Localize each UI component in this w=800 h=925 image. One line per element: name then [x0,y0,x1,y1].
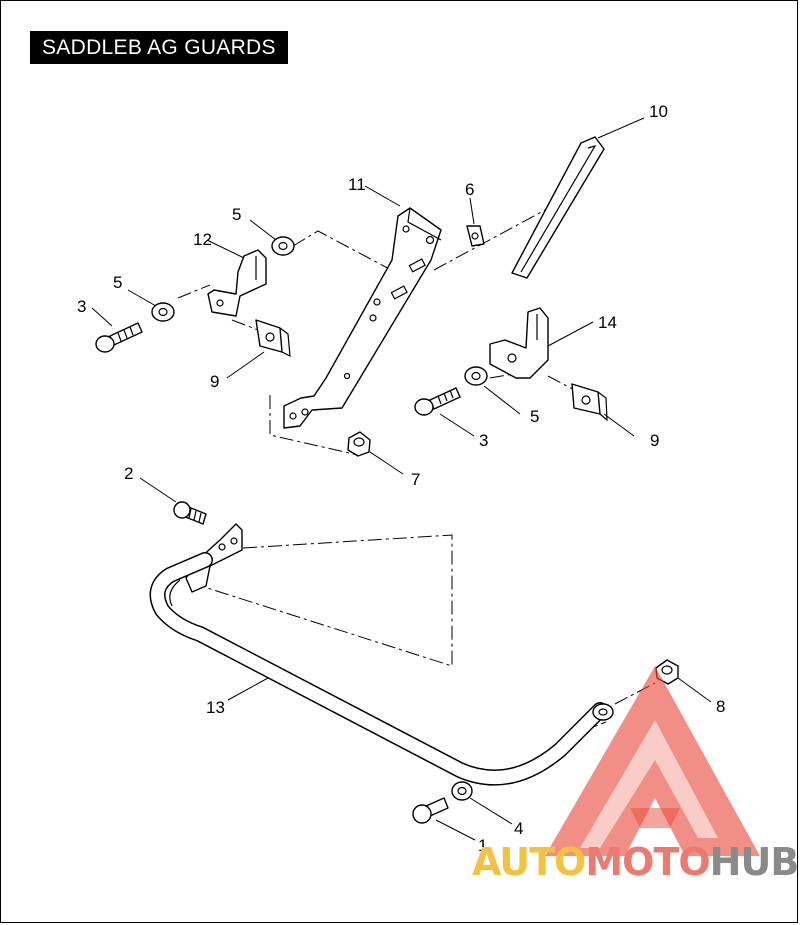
callout-6: 6 [465,180,474,199]
watermark-hub: HUB [709,840,800,884]
callout-9-left: 9 [210,372,219,391]
callout-3-right: 3 [479,431,488,450]
part-3-bolt-left [95,322,143,353]
callout-14: 14 [598,313,617,332]
part-12-bracket [207,249,267,317]
callout-3-left: 3 [77,297,86,316]
callout-5-right: 5 [530,407,539,426]
callout-5-left: 5 [113,273,122,292]
part-1-bolt [412,797,449,824]
callout-10: 10 [649,102,668,121]
callout-11: 11 [348,175,366,194]
part-9-clip-nut-left [255,319,291,358]
part-4-washer [451,781,473,801]
watermark-brand-text: AUTOMOTOHUB [472,840,800,884]
watermark-auto: AUTO [472,840,586,884]
part-14-bracket [489,307,549,379]
part-11-bracket [283,207,442,429]
callout-12: 12 [193,230,212,249]
callout-2: 2 [124,464,133,483]
page-title: SADDLEB AG GUARDS [30,31,288,64]
callout-13: 13 [206,698,225,717]
callout-4: 4 [514,819,523,838]
watermark-moto: MOTO [585,840,710,884]
callout-9-right: 9 [650,431,659,450]
part-7-nut [347,431,371,457]
callout-8: 8 [716,697,725,716]
part-5-washers [151,236,488,386]
callout-5-top: 5 [232,205,241,224]
callout-7: 7 [411,470,420,489]
callout-1: 1 [478,836,487,855]
part-8-nut [655,659,679,685]
part-10-strip [511,136,605,279]
part-6-clip [466,225,485,247]
part-3-bolt-right [414,387,461,416]
part-13-guard-rail [149,523,614,786]
part-2-bolt [173,501,207,525]
part-9-clip-nut-right [571,383,608,422]
